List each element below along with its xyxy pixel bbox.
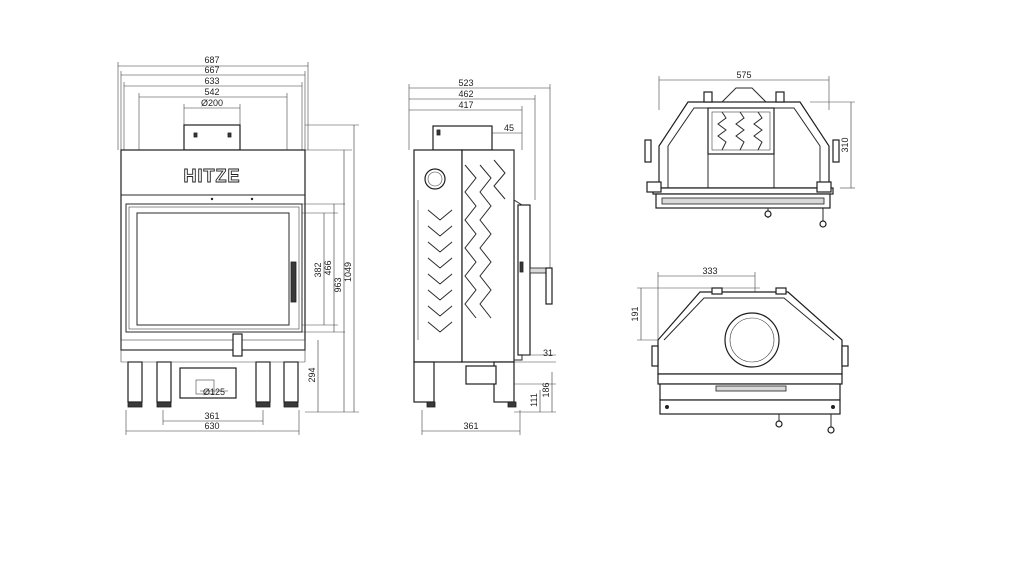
svg-text:462: 462 (458, 89, 473, 99)
front-width-542: 542 (204, 87, 219, 97)
svg-text:31: 31 (543, 348, 553, 358)
front-bottom-dimensions: 361 630 (125, 410, 300, 435)
svg-text:HITZE: HITZE (184, 166, 241, 186)
side-view: 523 462 417 45 (408, 78, 556, 435)
svg-text:1049: 1049 (343, 262, 353, 282)
air-inlet-diameter: Ø125 (203, 387, 225, 397)
svg-text:191: 191 (630, 306, 640, 321)
svg-text:417: 417 (458, 100, 473, 110)
svg-text:294: 294 (307, 367, 317, 382)
svg-text:45: 45 (504, 123, 514, 133)
side-bottom-dimensions: 31 186 111 361 (421, 348, 556, 435)
front-height-dimensions: 382 466 963 1049 294 (302, 124, 359, 413)
svg-text:382: 382 (313, 262, 323, 277)
svg-text:111: 111 (529, 393, 539, 407)
door-glass (136, 212, 290, 326)
bottom-width: 333 (702, 266, 717, 276)
svg-text:361: 361 (204, 411, 219, 421)
front-width-dimensions: 687 667 633 542 Ø200 (117, 55, 309, 150)
front-logo: HITZE (183, 166, 241, 187)
side-flue (432, 125, 493, 151)
door-frame (125, 203, 303, 333)
top-width: 575 (736, 70, 751, 80)
front-width-687: 687 (204, 55, 219, 65)
front-body (120, 149, 306, 351)
svg-text:186: 186 (541, 382, 551, 397)
front-width-667: 667 (204, 65, 219, 75)
front-legs (127, 361, 299, 408)
bottom-flue-opening (724, 312, 780, 368)
front-width-633: 633 (204, 76, 219, 86)
top-grate (707, 107, 775, 155)
svg-text:310: 310 (840, 137, 850, 152)
front-view: 687 667 633 542 Ø200 HITZE (117, 55, 359, 435)
svg-text:523: 523 (458, 78, 473, 88)
svg-text:361: 361 (463, 421, 478, 431)
side-zigzag-panels (427, 159, 506, 333)
front-flue-diameter: Ø200 (201, 98, 223, 108)
svg-text:630: 630 (204, 421, 219, 431)
svg-text:963: 963 (333, 277, 343, 292)
side-depth-dimensions: 523 462 417 45 (408, 78, 551, 270)
flue-collar (183, 124, 241, 151)
ash-handle (232, 333, 243, 357)
svg-text:466: 466 (323, 260, 333, 275)
bottom-view: 333 191 (630, 266, 849, 434)
top-view: 575 310 (644, 70, 855, 228)
